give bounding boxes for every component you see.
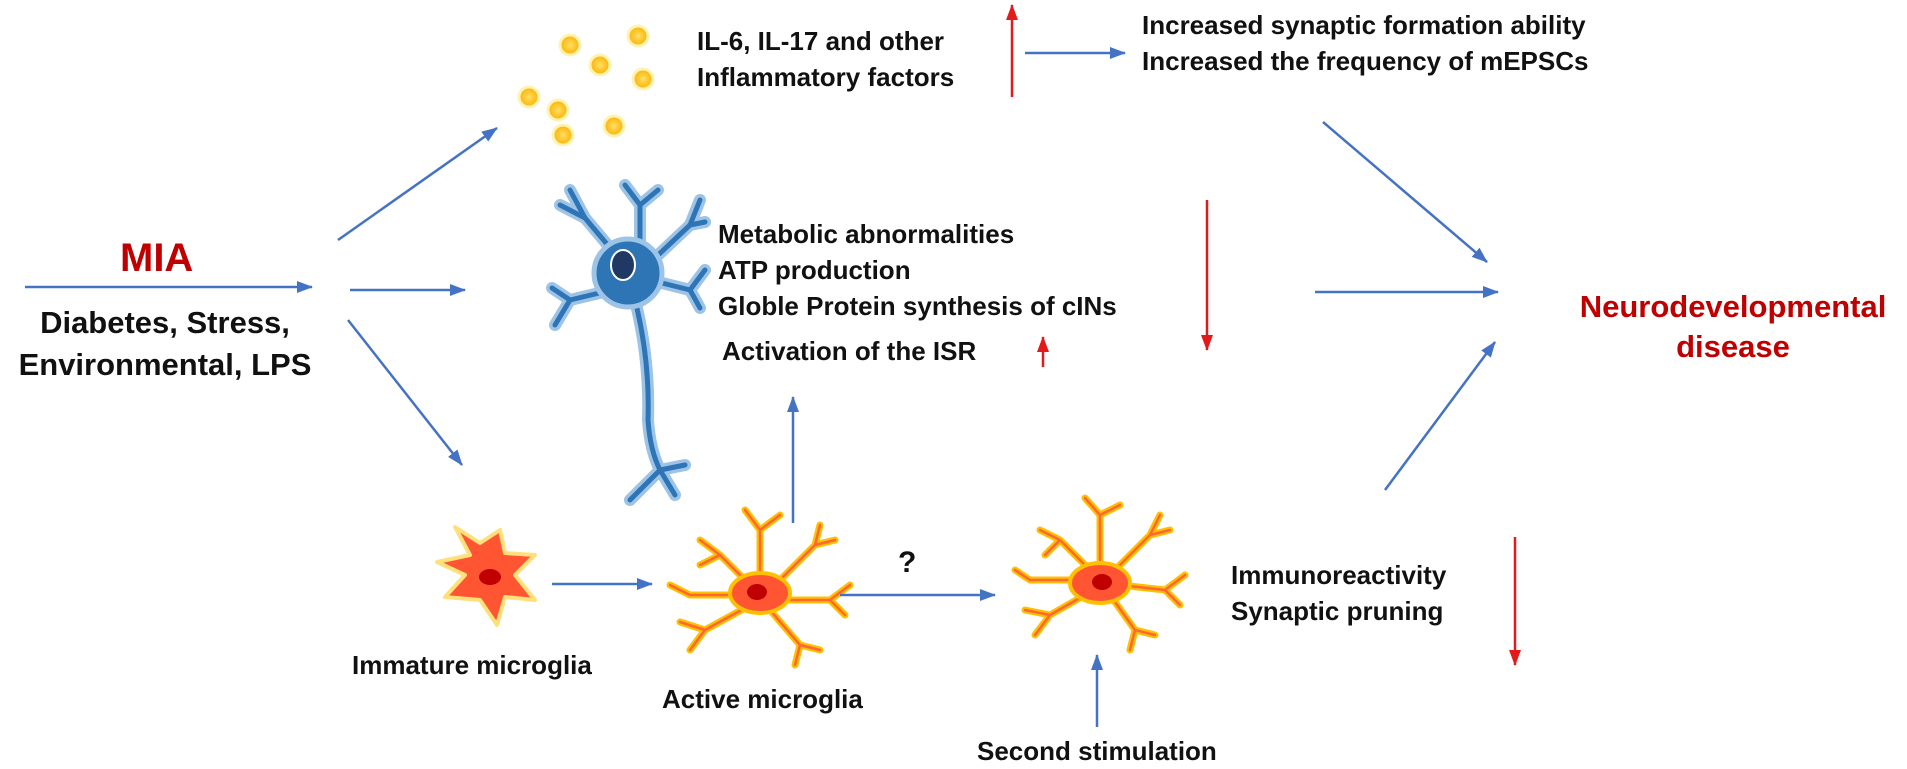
outcome-label: Neurodevelopmental disease — [1558, 287, 1907, 367]
immunoreactivity-label: Immunoreactivity Synaptic pruning — [1231, 557, 1446, 629]
cytokine-particles-icon — [517, 24, 655, 147]
metabolic-label: Metabolic abnormalities ATP production G… — [718, 216, 1117, 324]
second-stimulation-label: Second stimulation — [977, 736, 1217, 766]
arrow-mia-to-cytokines — [337, 126, 498, 242]
immature-microglia-icon — [435, 525, 537, 627]
neuron-icon — [546, 179, 711, 506]
metabolic-line-3: Globle Protein synthesis of cINs — [718, 291, 1117, 321]
causes-line-1: Diabetes, Stress, — [40, 305, 290, 340]
reactive-microglia-icon — [1011, 494, 1189, 654]
cytokine-line-2: Inflammatory factors — [697, 62, 955, 92]
isr-label: Activation of the ISR — [722, 336, 977, 366]
immature-microglia-label: Immature microglia — [352, 650, 592, 680]
unknown-mechanism-label: ? — [898, 546, 917, 579]
synaptic-label: Increased synaptic formation ability Inc… — [1142, 7, 1588, 79]
synaptic-line-2: Increased the frequency of mEPSCs — [1142, 46, 1589, 76]
immuno-line-1: Immunoreactivity — [1231, 560, 1447, 590]
metabolic-line-2: ATP production — [718, 255, 911, 285]
arrow-microglia-to-disease — [1383, 341, 1497, 491]
causes-line-2: Environmental, LPS — [18, 347, 312, 382]
cytokine-line-1: IL-6, IL-17 and other — [697, 26, 945, 56]
metabolic-line-1: Metabolic abnormalities — [718, 219, 1015, 249]
active-microglia-icon — [666, 506, 854, 669]
cytokine-label: IL-6, IL-17 and other Inflammatory facto… — [697, 23, 954, 95]
mia-title: MIA — [120, 236, 194, 280]
arrow-synaptic-to-disease — [1322, 121, 1488, 263]
immuno-line-2: Synaptic pruning — [1231, 596, 1444, 626]
synaptic-line-1: Increased synaptic formation ability — [1142, 10, 1586, 40]
outcome-line-1: Neurodevelopmental — [1579, 289, 1887, 324]
causes-label: Diabetes, Stress, Environmental, LPS — [0, 302, 330, 386]
outcome-line-2: disease — [1676, 329, 1790, 364]
arrow-mia-to-microglia — [347, 319, 463, 466]
active-microglia-label: Active microglia — [662, 684, 863, 714]
